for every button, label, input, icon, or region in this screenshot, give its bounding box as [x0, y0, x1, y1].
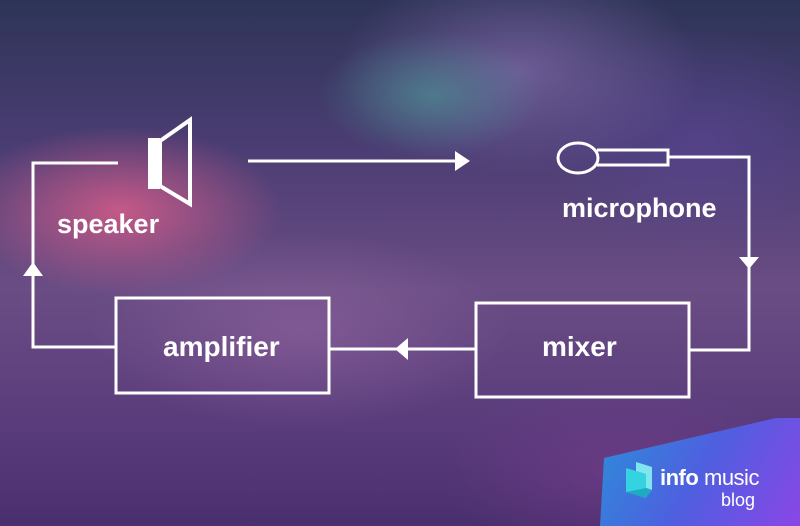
microphone-label: microphone	[562, 193, 717, 223]
microphone-icon	[556, 141, 670, 175]
infomusic-blog-logo: info music blog	[600, 418, 800, 526]
speaker-icon	[148, 116, 192, 208]
amplifier-box	[114, 296, 331, 395]
logo-mark-icon	[626, 462, 652, 498]
mixer-label: mixer	[542, 331, 617, 362]
arrowhead-up-icon	[23, 262, 43, 276]
arrowhead-right-icon	[455, 151, 470, 171]
logo-text-blog: blog	[721, 490, 756, 510]
edge-amplifier-to-speaker	[31, 161, 118, 349]
mixer-box	[474, 301, 691, 399]
arrowhead-down-icon	[739, 257, 759, 269]
edge-microphone-to-mixer	[668, 155, 751, 352]
speaker-label: speaker	[57, 209, 160, 239]
arrowhead-left-icon	[395, 338, 408, 360]
logo-text-music: music	[704, 465, 759, 490]
logo-text-info: info	[660, 465, 699, 490]
amplifier-label: amplifier	[163, 331, 280, 362]
